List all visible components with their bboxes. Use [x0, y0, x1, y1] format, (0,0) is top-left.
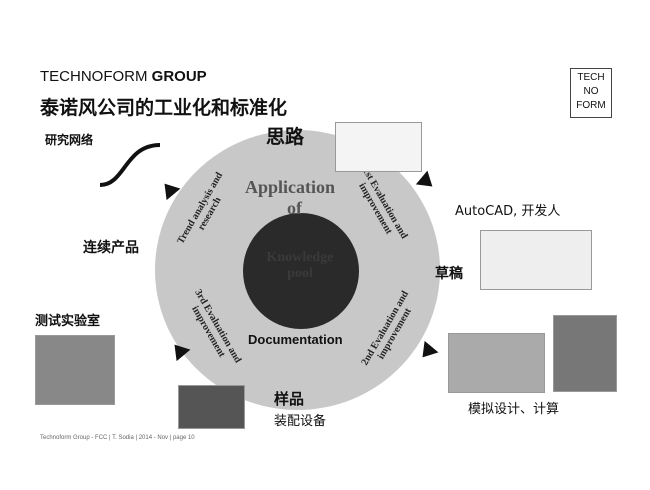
profile-image — [553, 315, 617, 392]
arrow-icon — [415, 170, 439, 194]
label-series: 连续产品 — [83, 240, 139, 256]
documentation-label: Documentation — [248, 332, 343, 347]
logo-line: TECH — [577, 72, 605, 83]
label-autocad: AutoCAD, 开发人 — [455, 204, 561, 219]
label-lab: 测试实验室 — [35, 314, 101, 329]
technoform-logo: TECH NO FORM — [570, 68, 612, 118]
lab-image — [35, 335, 115, 405]
footer: Technoform Group - FCC | T. Sodia | 2014… — [40, 435, 195, 441]
brand-group: GROUP — [151, 68, 207, 85]
logo-line: FORM — [576, 100, 606, 111]
label-research: 研究网络 — [45, 133, 94, 147]
cad-image — [480, 230, 592, 290]
label-draft: 草稿 — [435, 266, 463, 282]
company-brand: TECHNOFORM GROUP — [40, 68, 207, 85]
knowledge-pool-circle — [243, 213, 359, 329]
brand-name: TECHNOFORM — [40, 68, 148, 85]
drawing-image — [335, 122, 422, 172]
logo-line: NO — [583, 86, 599, 97]
sample-image — [178, 385, 245, 429]
label-idea: 思路 — [266, 126, 305, 148]
label-simulation: 模拟设计、计算 — [468, 402, 560, 417]
arrow-icon — [415, 340, 439, 364]
simulation-image — [448, 333, 545, 393]
s-curve-icon — [99, 143, 161, 187]
knowledge-pool-label: Knowledge pool — [266, 250, 334, 281]
page-title: 泰诺风公司的工业化和标准化 — [40, 97, 288, 119]
label-sample: 样品 — [274, 390, 305, 408]
label-assembly: 装配设备 — [274, 414, 327, 429]
center-title: Application — [245, 177, 336, 197]
center-of: of — [287, 198, 302, 218]
